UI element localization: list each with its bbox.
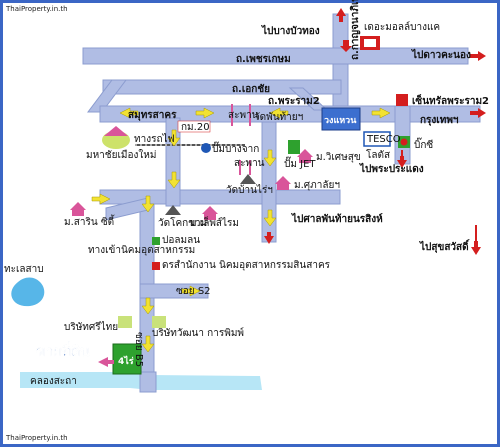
label-mo-lepsin: ม.เล็พส์ไรม [190, 215, 239, 229]
office-icon [152, 262, 160, 270]
label-soi-b5: ซอย B5 [133, 332, 144, 367]
ring-road-box [321, 107, 361, 131]
road-ekachai [102, 79, 342, 95]
label-central-bangkae: เดอะมอลล์บางแค [364, 21, 440, 33]
label-mo-sarin: ม.สาริน ซิตี้ [64, 214, 115, 228]
label-pump-bangjak: ปั๊มบางจาก [212, 141, 259, 155]
label-mahachai: มหาชัยเมืองใหม่ [86, 149, 156, 161]
label-saphan1: สะพาน [228, 110, 259, 121]
label-km20: กม.20 [181, 122, 210, 133]
watermark: ThaiProperty.in.th [5, 5, 68, 13]
sale-arrow-icon [98, 357, 114, 367]
company-printing-icon [152, 316, 166, 328]
label-phetkasem: ถ.เพชรเกษม [236, 54, 291, 65]
label-soi-s2: ซอย S2 [176, 286, 211, 297]
pump-bangjak-icon [201, 143, 211, 153]
bridge-marks [231, 104, 251, 175]
label-company-srithai: บริษัทศรีไทย [64, 321, 118, 333]
label-tesco-brand: TESCO [366, 134, 401, 145]
central-icon [396, 94, 408, 106]
label-phrapradaeng: ไปพระประแดง [359, 162, 424, 175]
house-sarin-icon [70, 202, 86, 210]
label-ring-road: วงแหวน [324, 116, 357, 126]
label-rama2: ถ.พระราม2 [268, 96, 320, 107]
tesco-icon [363, 131, 391, 147]
label-ekachai: ถ.เอกชัย [232, 83, 270, 95]
label-bangbuathong: ไปบางบัวทอง [261, 24, 320, 37]
land-plot [112, 343, 142, 375]
house-sukon-icon [275, 176, 291, 184]
label-central-rama2: เซ็นทรัลพระราม2 [412, 93, 489, 107]
label-stadium: ปอลมลน [162, 235, 200, 246]
company-srithai-icon [118, 316, 132, 328]
label-wat-bantai: วัดบ้านไร่ฯ [226, 184, 273, 196]
road-phetkasem [82, 47, 469, 65]
label-company-printing: บริษัทวัฒนา การพิมพ์ [152, 327, 244, 339]
label-plot-size: 4ไร่ [118, 355, 134, 367]
pump-jet-icon [288, 140, 300, 154]
label-wat-phanthai: วัดพันท้ายฯ [254, 111, 303, 123]
label-rail: ทางรถไฟ [134, 133, 175, 145]
label-sea: ทะเลสาบ [4, 264, 44, 275]
label-saphan2: สะพาน [234, 158, 265, 169]
watermark-bottom: ThaiProperty.in.th [5, 434, 68, 442]
sea-shape [11, 277, 45, 307]
label-mo-sukon: ม.ศุภาลัยฯ [294, 180, 340, 191]
label-big-c: บิ๊กซี [414, 137, 433, 151]
label-for-sale: ขายที่ดิน [36, 341, 90, 360]
label-canal: คลองสะถา [30, 376, 77, 387]
label-krungthep: กรุงเทพฯ [420, 115, 459, 126]
wat-bantai-icon [240, 174, 256, 184]
label-office: ดรสำนักงาน นิคมอุตสาหกรรมสินสาคร [162, 260, 331, 271]
label-suksawat: ไปสุขสวัสดิ์ [419, 239, 470, 253]
house-lepsin-icon [202, 206, 218, 214]
label-kanchanapisek: ถ.กาญจนาภิเษก [349, 0, 361, 60]
stadium-icon [152, 237, 160, 245]
red-arrows [264, 8, 486, 255]
label-industrial: ทางเข้านิคมอุตสาหกรรม [88, 244, 195, 256]
label-wat-khokkham: วัดโคกขาม [158, 216, 207, 229]
road-bottom [139, 371, 157, 393]
wat-khokkham-icon [165, 205, 181, 215]
house-wisetsuk-icon [297, 149, 313, 157]
label-dao-khanong: ไปดาวคะนอง [411, 48, 471, 61]
label-lotus: โลตัส [366, 148, 390, 161]
label-pump-jet: ปั๊ม JET [284, 156, 316, 170]
label-samut-sakhon: สมุทรสาคร [128, 110, 177, 121]
label-sanphanthai: ไปศาลพันท้ายนรสิงห์ [291, 212, 383, 225]
label-mo-wisetsuk: ม.วิเศษสุข [316, 152, 361, 163]
direction-arrows [91, 107, 391, 353]
